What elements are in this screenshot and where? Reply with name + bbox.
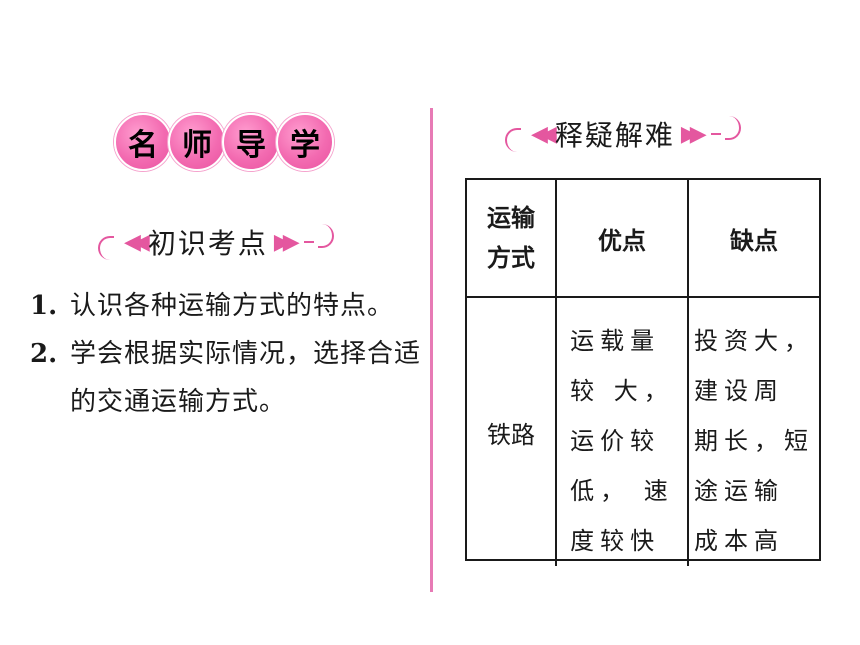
double-arrow-right-icon: ▶▶	[680, 121, 707, 147]
cell-line: 成本高	[694, 527, 784, 555]
cell-line: 运载量	[570, 327, 661, 355]
learning-objectives: 1. 认识各种运输方式的特点。 2. 学会根据实际情况，选择合适的交通运输方式。	[30, 282, 430, 426]
cell-line: 度较快	[570, 527, 661, 555]
list-item: 2. 学会根据实际情况，选择合适的交通运输方式。	[30, 330, 430, 426]
section-title: 释疑解难	[554, 119, 675, 152]
cell-line: 建设周	[694, 377, 784, 405]
item-text: 认识各种运输方式的特点。	[70, 291, 395, 321]
decor-hook-left	[98, 236, 114, 260]
cell-line: 途运输	[694, 477, 784, 505]
badge-char: 师	[168, 113, 226, 171]
badge-char: 名	[114, 113, 172, 171]
item-text: 学会根据实际情况，选择合适的交通运输方式。	[70, 339, 422, 417]
badge-char: 学	[276, 113, 334, 171]
decor-hook-left	[505, 128, 521, 152]
transport-comparison-table: 运输 方式 优点 缺点 铁路 运载量 较 大， 运价较 低， 速 度较快 投资大…	[465, 178, 821, 566]
table-header-mode: 运输 方式	[467, 180, 557, 298]
guide-badge: 名 师 导 学	[114, 113, 334, 171]
decor-line	[303, 241, 314, 243]
cell-line: 投资大，	[694, 327, 814, 355]
column-divider	[430, 108, 433, 592]
section-title: 初识考点	[147, 227, 268, 260]
header-text: 方式	[487, 244, 535, 272]
cell-line: 运价较	[570, 427, 661, 455]
cell-line: 低， 速	[570, 477, 674, 505]
table-header-disadvantages: 缺点	[689, 180, 819, 298]
item-number: 2.	[30, 339, 58, 369]
double-arrow-left-icon: ◀◀	[124, 229, 150, 255]
header-text: 运输	[487, 204, 535, 232]
table-header-advantages: 优点	[557, 180, 689, 298]
cell-line: 期长，短	[694, 427, 814, 455]
badge-char: 导	[222, 113, 280, 171]
item-number: 1.	[30, 291, 58, 321]
table-cell-advantages: 运载量 较 大， 运价较 低， 速 度较快	[557, 298, 689, 566]
table-cell-mode: 铁路	[467, 298, 557, 566]
section-header-key-points: ◀◀ 初识考点 ▶▶	[98, 222, 334, 262]
cell-line: 较 大，	[570, 377, 674, 405]
decor-hook-right	[317, 224, 334, 248]
double-arrow-right-icon: ▶▶	[273, 229, 300, 255]
table-cell-disadvantages: 投资大， 建设周 期长，短 途运输 成本高	[689, 298, 819, 566]
list-item: 1. 认识各种运输方式的特点。	[30, 282, 430, 330]
decor-hook-right	[724, 116, 741, 140]
double-arrow-left-icon: ◀◀	[531, 121, 557, 147]
section-header-explanations: ◀◀ 释疑解难 ▶▶	[505, 114, 741, 154]
decor-line	[710, 133, 721, 135]
